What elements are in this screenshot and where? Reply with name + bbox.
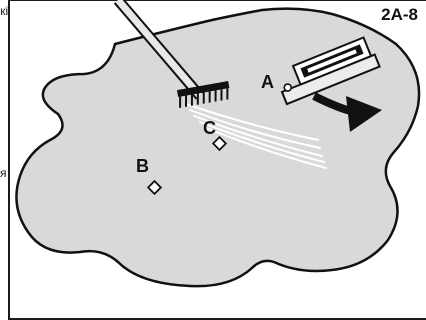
cropped-side-text-middle: я <box>0 166 7 180</box>
diagram-panel <box>8 0 426 320</box>
mop-handle <box>113 0 205 100</box>
label-c: C <box>203 118 216 138</box>
label-a: A <box>261 72 274 92</box>
test-strip-device <box>280 36 381 106</box>
rotation-arrow-icon <box>312 92 382 132</box>
label-b: B <box>136 156 149 176</box>
sweep-streaks <box>185 103 327 169</box>
figure-id: 2A-8 <box>381 5 418 24</box>
mop-head <box>176 81 230 108</box>
sample-spot-c <box>211 135 228 152</box>
cropped-side-text-top: ькі <box>0 4 9 18</box>
sample-spot-b <box>146 179 163 196</box>
